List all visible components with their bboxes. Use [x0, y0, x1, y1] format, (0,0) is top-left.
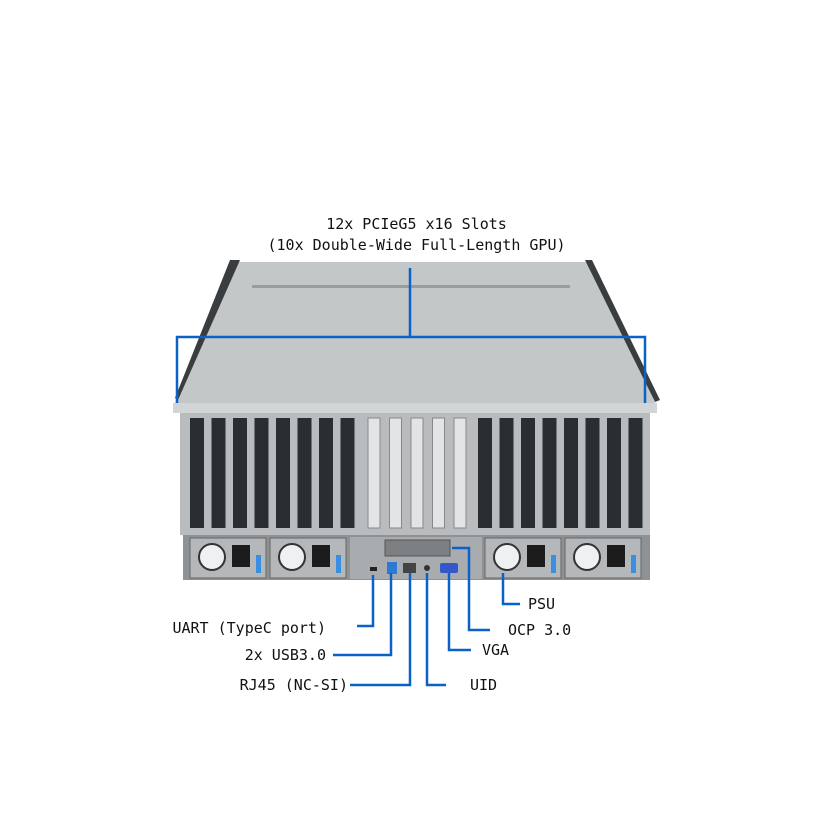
power-inlet [527, 545, 545, 567]
callout-lines [175, 268, 647, 687]
chassis-front-lip [173, 403, 657, 413]
gpu-slot [233, 418, 247, 528]
uart-label: UART (TypeC port) [172, 619, 326, 637]
vga-callout-line [447, 573, 471, 652]
rj45-callout-line [350, 573, 412, 687]
gpu-slot [499, 418, 514, 528]
psu-latch [256, 555, 261, 573]
chassis-top-cover [175, 262, 655, 403]
usb-label: 2x USB3.0 [244, 646, 326, 664]
vented-slot-cover [432, 417, 445, 529]
vented-slot-cover [389, 417, 402, 529]
psu-fan [573, 543, 601, 571]
uid-callout-line [425, 573, 446, 687]
usb-ports [387, 562, 397, 574]
vented-slot-cover [410, 417, 424, 529]
power-inlet [232, 545, 250, 567]
psu-fan [493, 543, 521, 571]
psu-bays [189, 537, 642, 579]
ocp-label: OCP 3.0 [508, 621, 572, 639]
gpu-slot [297, 418, 312, 528]
psu-latch [631, 555, 636, 573]
chassis-side-left [175, 260, 240, 400]
psu-fan [198, 543, 226, 571]
pcie-slots [190, 417, 643, 529]
slots-title: 12x PCIeG5 x16 Slots [326, 215, 507, 233]
gpu-slot [211, 418, 226, 528]
chassis-side-right [585, 260, 660, 402]
psu-callout-line [501, 573, 520, 606]
gpu-slot [478, 418, 492, 528]
psu-latch [551, 555, 556, 573]
gpu-slot [276, 418, 290, 528]
rj45-port [403, 563, 416, 573]
ocp-card [384, 539, 451, 557]
slots-subtitle: (10x Double-Wide Full-Length GPU) [267, 236, 566, 254]
vented-slot-cover [453, 417, 467, 529]
power-inlet [607, 545, 625, 567]
vented-slot-cover [367, 417, 381, 529]
gpu-slot [254, 418, 269, 528]
gpu-slot [190, 418, 204, 528]
gpu-slot [585, 418, 600, 528]
psu-label: PSU [528, 595, 556, 613]
rj45-label: RJ45 (NC-SI) [239, 676, 348, 694]
uart-port [370, 567, 377, 571]
vga-port [440, 563, 458, 573]
uid-button [424, 565, 430, 571]
gpu-slot [521, 418, 535, 528]
vga-label: VGA [482, 641, 510, 659]
usb-callout-line [333, 573, 393, 657]
ocp-callout-line [452, 546, 490, 632]
gpu-slot [319, 418, 333, 528]
gpu-slot [628, 418, 643, 528]
slots-bracket [175, 335, 647, 403]
gpu-slot [607, 418, 621, 528]
uid-label: UID [470, 676, 498, 694]
gpu-slot [340, 418, 355, 528]
psu-fan [278, 543, 306, 571]
uart-callout-line [357, 575, 375, 628]
gpu-slot [542, 418, 557, 528]
psu-latch [336, 555, 341, 573]
power-inlet [312, 545, 330, 567]
gpu-slot [564, 418, 578, 528]
